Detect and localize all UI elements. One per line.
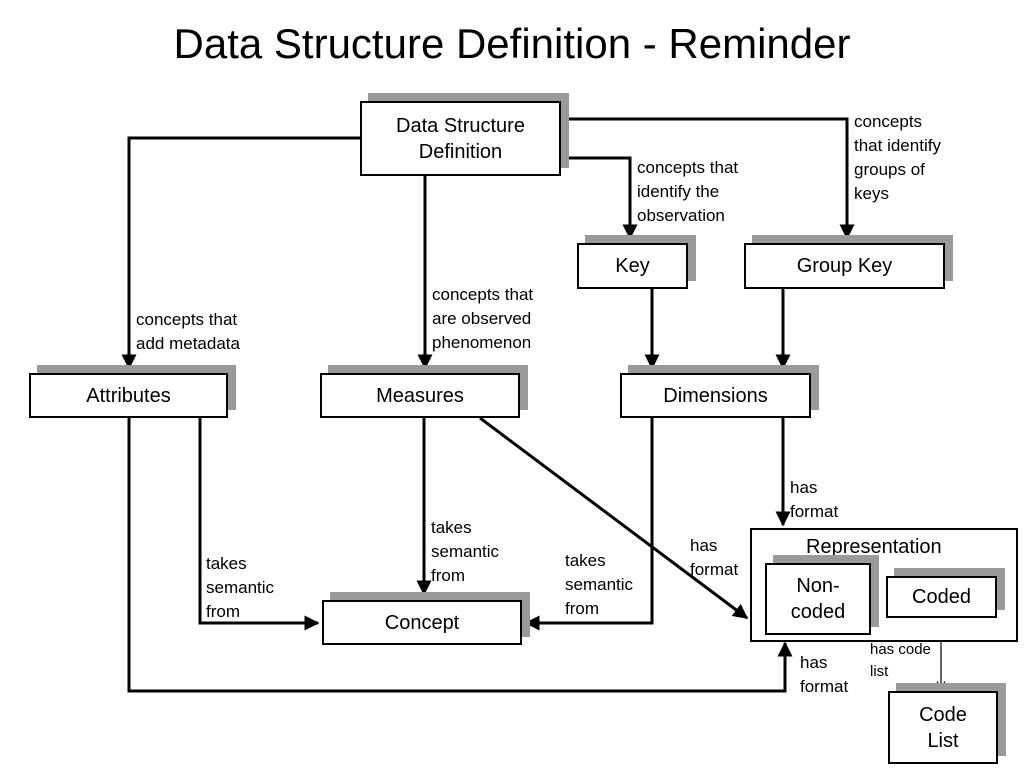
- edge-label-dimensions-concept: takes semantic from: [565, 551, 634, 618]
- node-concept: Concept: [322, 600, 522, 645]
- node-coded-label: Coded: [912, 586, 971, 608]
- node-attributes-label: Attributes: [86, 384, 171, 407]
- node-group-key: Group Key: [744, 243, 945, 289]
- edge-dsd-key: [561, 156, 638, 240]
- edge-label-attributes-representation: has format: [800, 653, 849, 696]
- edge-label-dsd-measures: concepts that are observed phenomenon: [432, 285, 534, 352]
- edge-label-dsd-attributes: concepts that add metadata: [136, 310, 240, 353]
- edge-attributes-representation: [127, 418, 793, 693]
- node-key: Key: [577, 243, 688, 289]
- edge-label-attributes-concept: takes semantic from: [206, 554, 275, 621]
- node-non-coded: Non-coded: [765, 563, 871, 635]
- edge-label-measures-concept: takes semantic from: [431, 518, 500, 585]
- edge-dsd-group-key: [561, 117, 855, 240]
- node-code-list: Code List: [888, 691, 998, 764]
- edge-label-dimensions-representation: has format: [790, 478, 839, 521]
- edge-label-dsd-key: concepts that identify the observation: [637, 158, 739, 225]
- node-data-structure-definition: Data Structure Definition: [360, 101, 561, 176]
- node-concept-label: Concept: [384, 611, 460, 634]
- node-group-key-label: Group Key: [796, 255, 893, 277]
- edge-dsd-attributes: [121, 136, 360, 370]
- edge-measures-representation: [479, 416, 749, 620]
- node-key-label: Key: [615, 255, 650, 277]
- node-measures-label: Measures: [376, 384, 464, 407]
- node-representation-label: Representation: [806, 536, 942, 558]
- node-dsd-label: Data Structure Definition: [396, 114, 525, 163]
- node-coded: Coded: [886, 576, 997, 618]
- node-non-coded-label: Non-coded: [790, 575, 846, 623]
- node-dimensions: Dimensions: [620, 373, 811, 418]
- node-attributes: Attributes: [29, 373, 228, 418]
- edge-dimensions-concept: [524, 418, 654, 631]
- edge-label-measures-representation: has format: [690, 536, 739, 579]
- edge-label-dsd-group-key: concepts that identify groups of keys: [854, 112, 941, 203]
- node-dimensions-label: Dimensions: [663, 384, 768, 407]
- node-code-list-label: Code List: [919, 703, 967, 752]
- edge-label-coded-code-list: has code list: [870, 641, 931, 680]
- node-measures: Measures: [320, 373, 520, 418]
- page-title: Data Structure Definition - Reminder: [173, 20, 851, 67]
- edge-attributes-concept: [198, 418, 320, 631]
